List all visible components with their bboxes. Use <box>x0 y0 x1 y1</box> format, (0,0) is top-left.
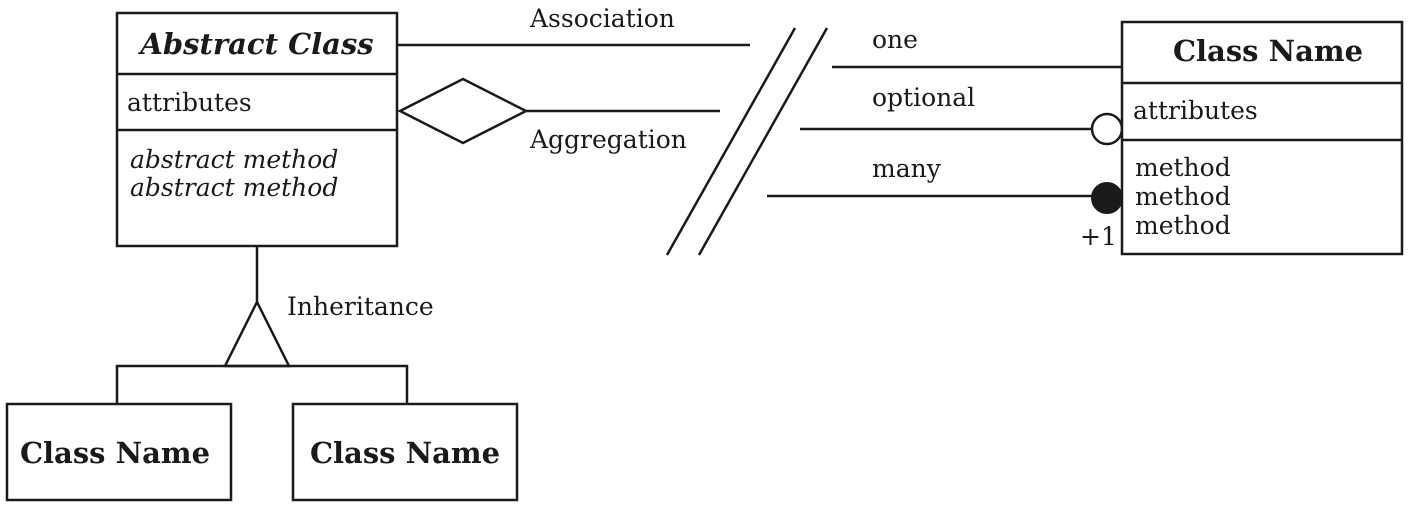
break-slash-2 <box>697 27 829 256</box>
one-label: one <box>872 25 918 54</box>
class-right-name: Class Name <box>1173 34 1363 68</box>
optional-circle <box>1090 112 1124 146</box>
abstract-method-1: abstract method <box>130 145 338 174</box>
abstract-class-name: Abstract Class <box>137 27 373 61</box>
subclass-left-name: Class Name <box>20 436 210 470</box>
abstract-method-2: abstract method <box>130 173 338 202</box>
abstract-class-box: Abstract Class attributes abstract metho… <box>115 11 399 248</box>
method-3: method <box>1135 211 1231 240</box>
class-right-attributes: attributes <box>1133 96 1258 125</box>
inheritance-triangle <box>222 299 292 368</box>
optional-label: optional <box>872 83 975 112</box>
inheritance-branch <box>115 364 409 404</box>
plus-one-label: +1 <box>1080 222 1117 251</box>
many-label: many <box>872 154 942 183</box>
method-2: method <box>1135 182 1231 211</box>
subclass-right-name: Class Name <box>310 436 500 470</box>
method-1: method <box>1135 153 1231 182</box>
break-slash-1 <box>665 27 797 256</box>
aggregation-label: Aggregation <box>529 125 687 154</box>
abstract-class-attributes: attributes <box>127 88 252 117</box>
aggregation-diamond <box>397 77 529 145</box>
subclass-box-left: Class Name <box>5 402 233 502</box>
many-dot <box>1091 182 1123 214</box>
subclass-box-right: Class Name <box>291 402 519 502</box>
class-right-box: Class Name attributes method method meth… <box>1120 20 1404 256</box>
association-label: Association <box>529 4 675 33</box>
inheritance-label: Inheritance <box>287 292 434 321</box>
